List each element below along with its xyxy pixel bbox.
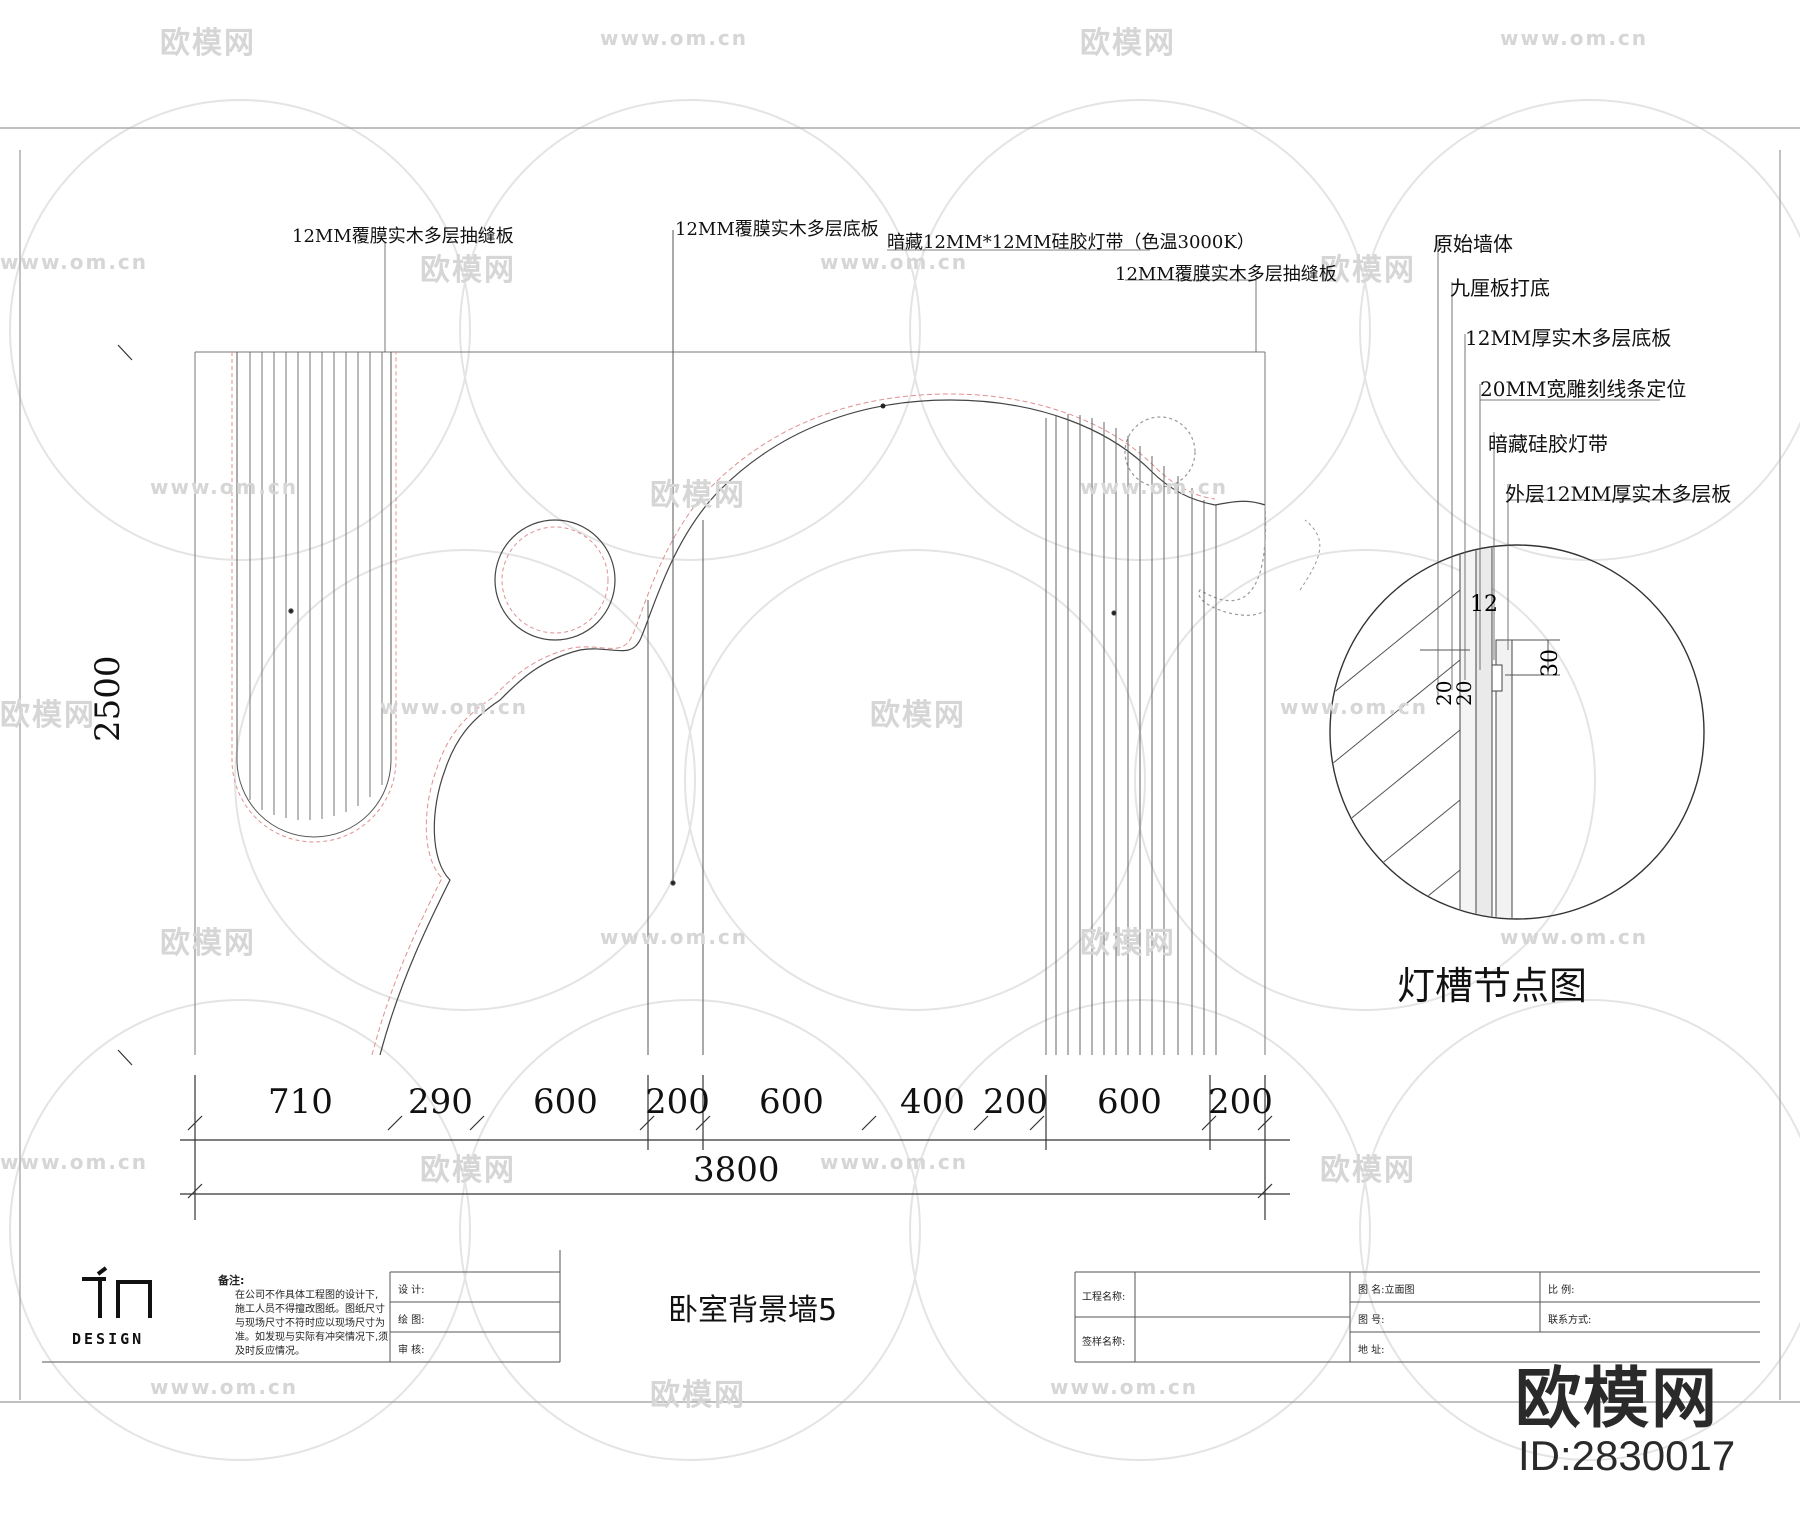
watermark-brand-10: 欧模网 <box>420 1153 516 1188</box>
watermark-brand-2: 欧模网 <box>1080 26 1176 61</box>
detail-title: 灯槽节点图 <box>1397 964 1588 1008</box>
logo-mark <box>82 1266 152 1318</box>
watermark-brand-4: 欧模网 <box>1320 253 1416 288</box>
detail-dim-20b: 20 <box>1452 680 1476 706</box>
notes-line-2: 施工人员不得擅改图纸。图纸尺寸 <box>235 1304 385 1315</box>
dim-segment-200c: 200 <box>1208 1082 1273 1122</box>
base-board-lines <box>647 230 704 1055</box>
watermark-url-4: www.om.cn <box>820 250 969 274</box>
notes-line-5: 及时反应情况。 <box>235 1346 305 1357</box>
dim-segment-600a: 600 <box>533 1082 598 1122</box>
dim-segment-600b: 600 <box>759 1082 824 1122</box>
notes-label: 备注: <box>218 1274 245 1287</box>
detail-node <box>1299 240 1705 920</box>
watermark-arcs <box>9 99 1800 1461</box>
callout-original-wall: 原始墙体 <box>1433 232 1513 256</box>
watermark-brand-11: 欧模网 <box>1320 1153 1416 1188</box>
watermark-brand-3: 欧模网 <box>420 253 516 288</box>
watermark-brand-large: 欧模网 <box>1515 1360 1719 1437</box>
elevation-frame <box>194 351 1266 1055</box>
detail-dim-12: 12 <box>1470 592 1498 617</box>
watermark-url-12: www.om.cn <box>820 1150 969 1174</box>
callout-12mm-base: 12MM厚实木多层底板 <box>1465 326 1672 350</box>
notes-line-1: 在公司不作具体工程图的设计下, <box>235 1290 379 1301</box>
row-sample-name: 签样名称: <box>1082 1337 1126 1348</box>
dim-segment-600c: 600 <box>1097 1082 1162 1122</box>
row-contact: 联系方式: <box>1548 1315 1592 1326</box>
title-block <box>42 1250 1760 1363</box>
watermark-url-7: www.om.cn <box>380 695 529 719</box>
watermark-id: ID:2830017 <box>1518 1432 1736 1479</box>
drawing-title: 卧室背景墙5 <box>668 1293 838 1328</box>
detail-dim-30: 30 <box>1538 649 1563 677</box>
callout-right-panel: 12MM覆膜实木多层抽缝板 <box>1115 264 1337 285</box>
row-project-name: 工程名称: <box>1082 1292 1126 1303</box>
watermark-url-11: www.om.cn <box>0 1150 149 1174</box>
height-dimension-label: 2500 <box>88 655 128 742</box>
callout-hidden-strip: 暗藏硅胶灯带 <box>1488 432 1608 456</box>
row-designer: 设 计: <box>398 1285 425 1296</box>
watermark-brand-1: 欧模网 <box>160 26 256 61</box>
sheet-border <box>0 127 1800 1403</box>
watermark-url-10: www.om.cn <box>1500 925 1649 949</box>
dim-segment-290: 290 <box>408 1082 473 1122</box>
callout-20mm-line: 20MM宽雕刻线条定位 <box>1480 377 1687 401</box>
row-drawing-number: 图 号: <box>1358 1315 1385 1326</box>
watermark-url-8: www.om.cn <box>1280 695 1429 719</box>
callout-light-strip: 暗藏12MM*12MM硅胶灯带（色温3000K） <box>887 232 1255 253</box>
decorative-circle <box>494 519 616 641</box>
logo-text: DESIGN <box>72 1330 145 1348</box>
watermark-url-14: www.om.cn <box>1050 1375 1199 1399</box>
watermark-brand-6: 欧模网 <box>0 698 96 733</box>
dimension-chain <box>180 1075 1290 1220</box>
left-striped-panel <box>231 352 397 843</box>
watermark-url-6: www.om.cn <box>1080 475 1229 499</box>
watermark-brand-7: 欧模网 <box>870 698 966 733</box>
notes-line-3: 与现场尺寸不符时应以现场尺寸为 <box>235 1318 385 1329</box>
height-dimension <box>117 344 133 1066</box>
dim-segment-710: 710 <box>268 1082 333 1122</box>
callout-base-board: 12MM覆膜实木多层底板 <box>675 219 879 240</box>
callout-outer-board: 外层12MM厚实木多层板 <box>1505 482 1732 506</box>
row-reviewer: 审 核: <box>398 1345 425 1356</box>
watermark-url-9: www.om.cn <box>600 925 749 949</box>
right-striped-panel <box>1045 414 1217 1055</box>
row-drawing-name: 图 名:立面图 <box>1358 1285 1415 1296</box>
watermark-brand-12: 欧模网 <box>650 1378 746 1413</box>
watermark-url-2: www.om.cn <box>1500 26 1649 50</box>
watermark-url-5: www.om.cn <box>150 475 299 499</box>
callout-left-panel: 12MM覆膜实木多层抽缝板 <box>292 226 514 247</box>
dim-segment-400: 400 <box>900 1082 965 1122</box>
row-scale: 比 例: <box>1548 1285 1575 1296</box>
leader-lines <box>384 243 1257 352</box>
dim-segment-200b: 200 <box>983 1082 1048 1122</box>
callout-plywood-base: 九厘板打底 <box>1450 276 1550 300</box>
watermark-brand-8: 欧模网 <box>160 926 256 961</box>
watermark-url-1: www.om.cn <box>600 26 749 50</box>
dim-total-3800: 3800 <box>693 1150 780 1190</box>
watermark-brand-5: 欧模网 <box>650 478 746 513</box>
notes-line-4: 准。如发现与实际有冲突情况下,须 <box>235 1332 389 1343</box>
dim-segment-200a: 200 <box>645 1082 710 1122</box>
watermark-url-13: www.om.cn <box>150 1375 299 1399</box>
row-drafter: 绘 图: <box>398 1315 425 1326</box>
watermark-url-3: www.om.cn <box>0 250 149 274</box>
watermark-brand-9: 欧模网 <box>1080 926 1176 961</box>
row-address: 地 址: <box>1358 1345 1385 1356</box>
